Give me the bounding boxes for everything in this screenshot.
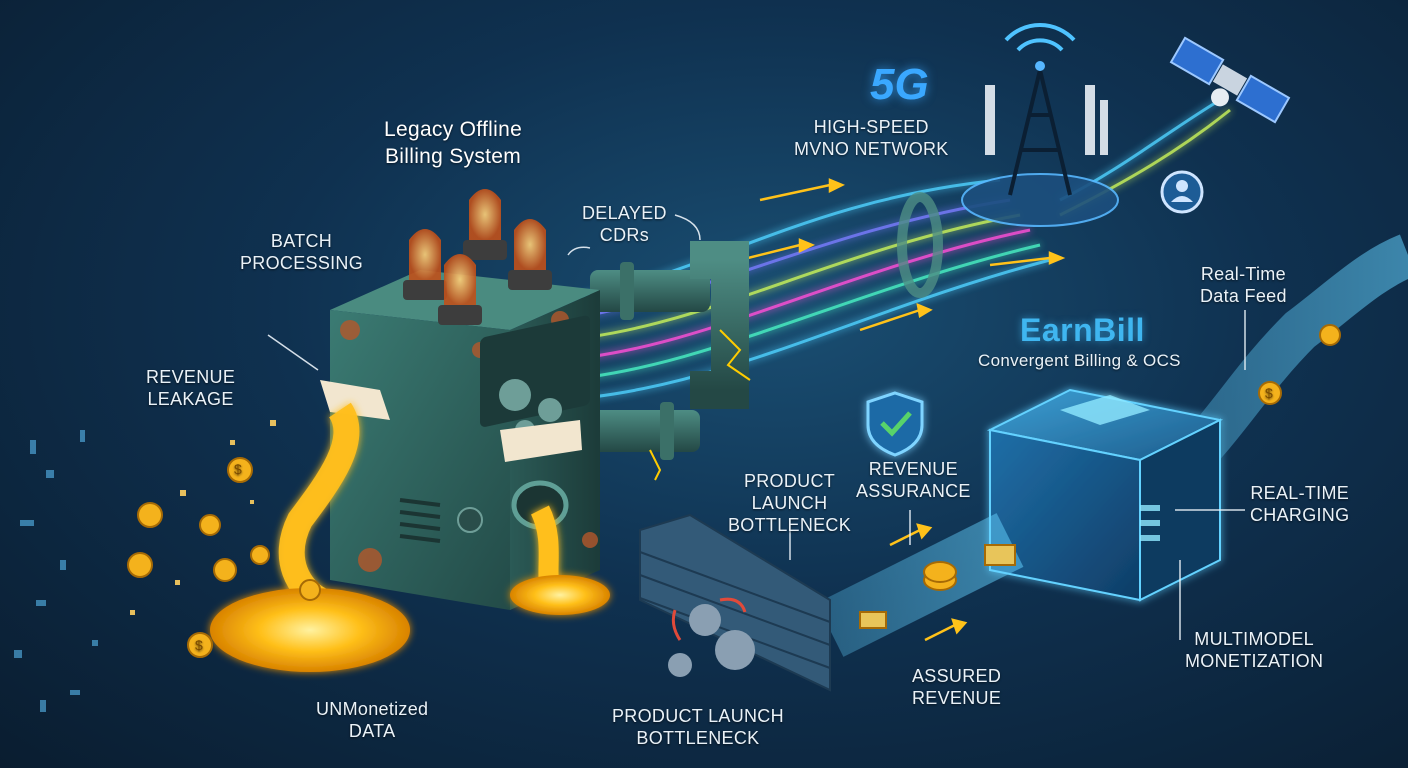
coin-icon [859, 544, 1016, 629]
assured-line2: REVENUE [912, 688, 1002, 708]
coin-symbol: $ [234, 461, 243, 477]
legacy-title: Legacy Offline Billing System [384, 116, 522, 170]
feed-line1: Real-Time [1200, 264, 1286, 284]
digital-background [14, 430, 98, 712]
coin-symbol-2: $ [195, 637, 204, 653]
launch-bottom-line1: PRODUCT LAUNCH [612, 706, 784, 726]
cell-tower-icon [961, 22, 1119, 227]
delayed-line1: DELAYED [582, 203, 667, 223]
launch-bottom-line2: BOTTLENECK [636, 728, 760, 748]
batch-line2: PROCESSING [240, 253, 364, 273]
assurance-line2: ASSURANCE [856, 481, 971, 501]
stream-ring [897, 192, 943, 298]
batch-line1: BATCH [270, 231, 333, 251]
launch-bottleneck-top-label: PRODUCT LAUNCH BOTTLENECK [728, 470, 851, 536]
leak-line2: LEAKAGE [147, 389, 234, 409]
delayed-line2: CDRs [599, 225, 649, 245]
charging-line1: REAL-TIME [1250, 483, 1350, 503]
charging-line2: CHARGING [1250, 505, 1350, 525]
delayed-cdrs-label: DELAYED CDRs [582, 202, 667, 246]
assured-line1: ASSURED [912, 666, 1002, 686]
revenue-leakage-label: REVENUE LEAKAGE [146, 366, 235, 410]
shield-check-icon [866, 391, 924, 457]
realtime-feed-label: Real-Time Data Feed [1200, 263, 1287, 307]
network-line2: MVNO NETWORK [794, 139, 949, 159]
launch-top-line3: BOTTLENECK [728, 515, 852, 535]
revenue-assurance-label: REVENUE ASSURANCE [856, 458, 971, 502]
coin-symbol-3: $ [1265, 385, 1274, 401]
user-icon [1160, 170, 1204, 214]
unmonetized-data-label: UNMonetized DATA [316, 698, 428, 742]
network-line1: HIGH-SPEED [813, 117, 929, 137]
multimodel-label: MULTIMODEL MONETIZATION [1185, 628, 1323, 672]
earnbill-cube [986, 388, 1224, 602]
leak-line1: REVENUE [146, 367, 236, 387]
assured-revenue-label: ASSURED REVENUE [912, 665, 1001, 709]
coin-icon [127, 457, 321, 658]
vacuum-tube-icon [403, 189, 552, 325]
multimodel-line1: MULTIMODEL [1194, 629, 1314, 649]
launch-bottleneck-bottom-label: PRODUCT LAUNCH BOTTLENECK [612, 705, 784, 749]
unmonetized-line1: UNMonetized [316, 699, 429, 719]
gear-icon [668, 604, 755, 677]
fiveg-logo: 5G [870, 60, 929, 109]
flow-arrows [719, 178, 1066, 332]
realtime-charging-label: REAL-TIME CHARGING [1250, 482, 1349, 526]
multimodel-line2: MONETIZATION [1185, 651, 1324, 671]
launch-top-line2: LAUNCH [751, 493, 828, 513]
network-label: HIGH-SPEED MVNO NETWORK [794, 116, 949, 160]
earnbill-brand: EarnBill [1020, 312, 1145, 348]
assurance-line1: REVENUE [868, 459, 958, 479]
assured-revenue-tube [816, 513, 1024, 657]
satellite-icon [1169, 36, 1291, 124]
legacy-pipes [590, 241, 751, 481]
legacy-title-line2: Billing System [385, 145, 522, 168]
earnbill-subtitle: Convergent Billing & OCS [978, 351, 1181, 370]
launch-top-line1: PRODUCT [743, 471, 836, 491]
feed-line2: Data Feed [1200, 286, 1287, 306]
legacy-machine [320, 270, 600, 610]
legacy-title-line1: Legacy Offline [384, 118, 523, 141]
batch-processing-label: BATCH PROCESSING [240, 230, 363, 274]
unmonetized-line2: DATA [348, 721, 396, 741]
